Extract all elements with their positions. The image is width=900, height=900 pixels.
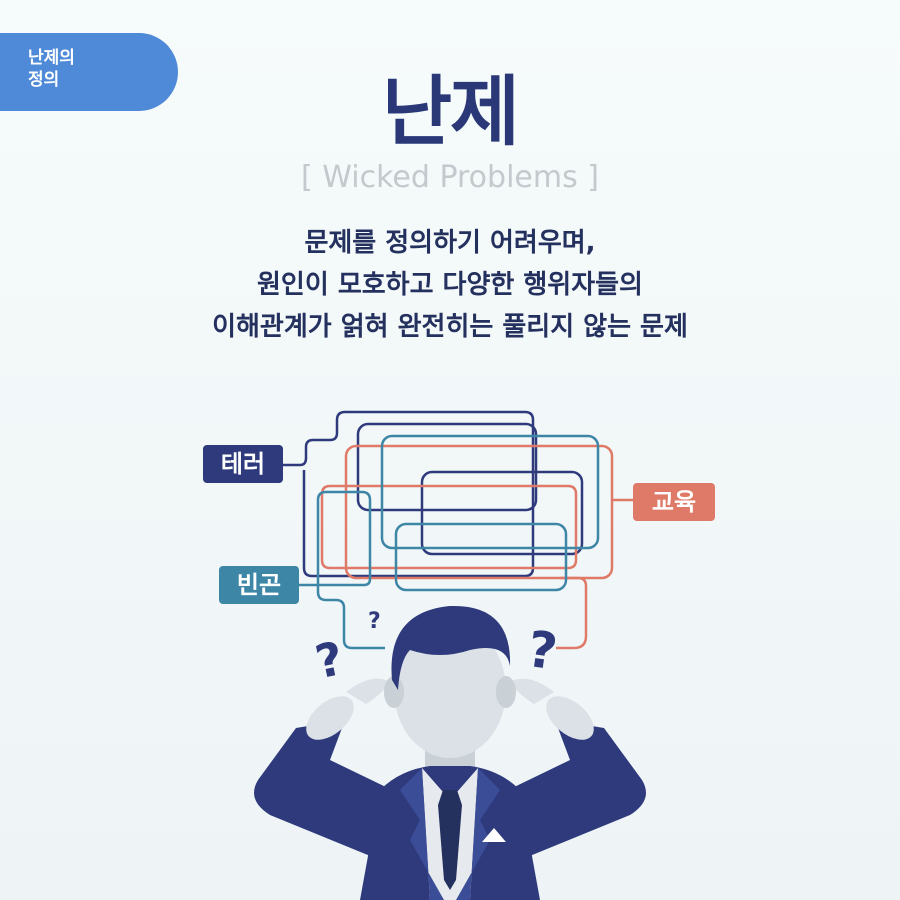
left-fingers <box>346 678 390 704</box>
question-mark-left: ? <box>311 631 348 689</box>
section-tag-line2: 정의 <box>28 70 60 90</box>
definition-line-1: 문제를 정의하기 어려우며, <box>304 228 596 258</box>
left-hand <box>306 696 354 740</box>
right-fingers <box>510 678 554 704</box>
terror-loop-1 <box>356 422 538 512</box>
definition-line-3: 이해관계가 얽혀 완전히는 풀리지 않는 문제 <box>212 312 688 342</box>
right-lapel <box>456 768 500 900</box>
page-subtitle: [ Wicked Problems ] <box>301 160 599 195</box>
page-title: 난제 <box>382 67 520 156</box>
poverty-line <box>299 490 385 650</box>
hair <box>391 605 511 690</box>
left-ear <box>384 676 404 708</box>
right-hand <box>546 696 594 740</box>
face <box>394 622 506 758</box>
section-tag-line1: 난제의 <box>28 48 75 68</box>
left-lapel <box>400 768 444 900</box>
question-mark-small: ? <box>368 609 381 634</box>
poverty-loop-2 <box>394 522 568 592</box>
left-arm <box>254 720 392 860</box>
question-mark-right: ? <box>524 620 561 681</box>
terror-line <box>283 410 535 578</box>
tie <box>438 790 462 890</box>
terror-loop-2 <box>420 470 584 556</box>
education-trail <box>320 484 578 570</box>
right-arm <box>508 720 646 860</box>
label-education: 교육 <box>633 483 715 521</box>
right-ear <box>496 676 516 708</box>
section-tag: 난제의 정의 <box>0 33 178 111</box>
label-poverty: 빈곤 <box>219 566 299 604</box>
definition-line-2: 원인이 모호하고 다양한 행위자들의 <box>257 270 643 300</box>
definition-text: 문제를 정의하기 어려우며, 원인이 모호하고 다양한 행위자들의 이해관계가 … <box>0 222 900 348</box>
pocket-square <box>482 828 506 842</box>
poverty-loop-1 <box>380 434 600 550</box>
tangled-lines <box>283 410 633 650</box>
education-to-head-line <box>556 576 588 650</box>
worried-person <box>254 605 646 900</box>
education-loop-1 <box>344 444 614 580</box>
label-terror: 테러 <box>203 445 283 483</box>
